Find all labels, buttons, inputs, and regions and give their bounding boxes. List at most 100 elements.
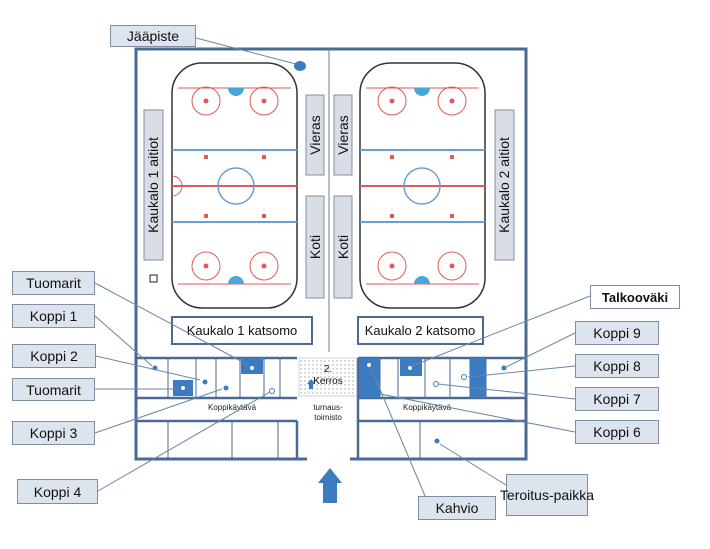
leader-line — [411, 295, 591, 367]
stand-2 — [357, 316, 484, 345]
bench-vieras-right-label: Vieras — [335, 115, 351, 154]
leader-line — [94, 388, 223, 434]
rink-2-goals-label: Kaukalo 2 aitiot — [496, 137, 512, 233]
leader-line — [94, 315, 153, 367]
bench-koti-right — [333, 195, 353, 299]
floor-2-label-line-2: Kerros — [313, 376, 342, 387]
rink-1-referee-crease — [171, 175, 183, 197]
rink-1-neutral-dot — [204, 155, 208, 159]
entrance-arrow-icon — [318, 468, 342, 503]
rink-1-neutral-dot — [204, 214, 208, 218]
rink-1-faceoff-circle — [191, 86, 221, 116]
leader-lines — [94, 37, 591, 497]
small-square-marker — [149, 274, 158, 283]
callout-koppi-7: Koppi 7 — [575, 387, 659, 411]
room-marker — [433, 381, 439, 387]
corridor-right-label: Koppikäytävä — [403, 403, 452, 412]
callout-koppi-6: Koppi 6 — [575, 420, 659, 444]
koppi-9-room — [470, 358, 486, 398]
leader-line — [503, 332, 576, 369]
rink-1-faceoff-circle — [249, 86, 279, 116]
leader-line — [95, 355, 201, 381]
room-outline-markers — [180, 362, 467, 394]
rink-1-faceoff-dot — [203, 263, 209, 269]
callout-koppi-2: Koppi 2 — [12, 344, 96, 368]
callout-tuomarit-bottom: Tuomarit — [12, 378, 95, 401]
rink-1-faceoff-dot — [261, 98, 267, 104]
leader-line — [370, 367, 426, 497]
room-marker — [202, 379, 208, 385]
bench-vieras-left — [305, 94, 325, 176]
leader-line — [439, 443, 507, 486]
bench-koti-left-label: Koti — [307, 235, 323, 259]
rink-2-faceoff-dot — [449, 98, 455, 104]
room-marker — [223, 385, 229, 391]
bench-vieras-left-label: Vieras — [307, 115, 323, 154]
second-floor-stairs — [298, 357, 358, 397]
room-marker — [407, 365, 413, 371]
stand-1 — [171, 316, 313, 345]
rink-2-faceoff-circle — [377, 251, 407, 281]
callout-tuomarit-top: Tuomarit — [12, 271, 95, 295]
rink-2-neutral-dot — [390, 214, 394, 218]
ice-point-marker — [294, 61, 306, 71]
rink-2-goal-crease — [414, 88, 430, 96]
teroituspaikka-line-2: paikka — [553, 486, 595, 503]
up-arrow-icon — [307, 379, 315, 389]
leader-line — [94, 282, 251, 367]
room-marker — [180, 385, 186, 391]
callout-koppi-4: Koppi 4 — [17, 479, 98, 504]
rink-1-center-circle — [217, 167, 255, 205]
rink-2-goals-panel — [494, 109, 515, 261]
room-marker — [366, 362, 372, 368]
rink-1-neutral-dot — [262, 155, 266, 159]
rink-2-neutral-dot — [450, 155, 454, 159]
rink-1-neutral-dot — [262, 214, 266, 218]
rink-2-faceoff-dot — [389, 263, 395, 269]
room-marker — [434, 438, 440, 444]
rink-2 — [359, 62, 486, 309]
room-marker — [461, 374, 467, 380]
rink-1-goals-label: Kaukalo 1 aitiot — [145, 137, 161, 233]
leader-line — [437, 383, 576, 400]
room-marker — [249, 365, 255, 371]
cafe-room — [359, 358, 380, 398]
callout-jaapiste: Jääpiste — [110, 25, 196, 47]
stand-2-label: Kaukalo 2 katsomo — [365, 323, 476, 338]
left-locker-partitions — [167, 358, 281, 459]
bench-koti-left — [305, 195, 325, 299]
rink-2-faceoff-dot — [449, 263, 455, 269]
bench-koti-right-label: Koti — [335, 235, 351, 259]
rink-1-faceoff-dot — [203, 98, 209, 104]
floor2-number: 2. — [324, 364, 332, 375]
corridor-left-label: Koppikäytävä — [208, 403, 257, 412]
leader-line — [195, 37, 297, 65]
callout-koppi-3: Koppi 3 — [12, 421, 95, 445]
rink-2-neutral-dot — [390, 155, 394, 159]
office-label-1: turnaus- — [313, 403, 343, 412]
rink-1-faceoff-dot — [261, 263, 267, 269]
rink-1-faceoff-circle — [249, 251, 279, 281]
rink-2-neutral-dot — [450, 214, 454, 218]
room-markers — [152, 365, 507, 444]
leader-line — [379, 393, 576, 433]
tournament-office-label-line-1: turnaus- — [313, 403, 343, 412]
bench-vieras-right — [333, 94, 353, 176]
teroituspaikka-line-1: Teroitus- — [499, 486, 554, 503]
rink-1-faceoff-circle — [191, 251, 221, 281]
callout-koppi-8: Koppi 8 — [575, 354, 659, 378]
rink-2-goal-crease — [414, 276, 430, 284]
rink-2-faceoff-circle — [437, 86, 467, 116]
floor2-word: Kerros — [313, 376, 342, 387]
rink-1-goal-crease — [228, 88, 244, 96]
rink-1-goals-panel — [143, 109, 164, 261]
callout-kahvio: Kahvio — [418, 496, 496, 520]
rink-1-goal-crease — [228, 276, 244, 284]
tournament-office-label-line-2: toimisto — [314, 413, 342, 422]
office-label-2: toimisto — [314, 413, 342, 422]
leader-line — [467, 365, 576, 378]
room-marker — [269, 388, 275, 394]
rink-2-faceoff-dot — [389, 98, 395, 104]
callout-teroituspaikka: Teroitus-paikka — [500, 474, 594, 516]
